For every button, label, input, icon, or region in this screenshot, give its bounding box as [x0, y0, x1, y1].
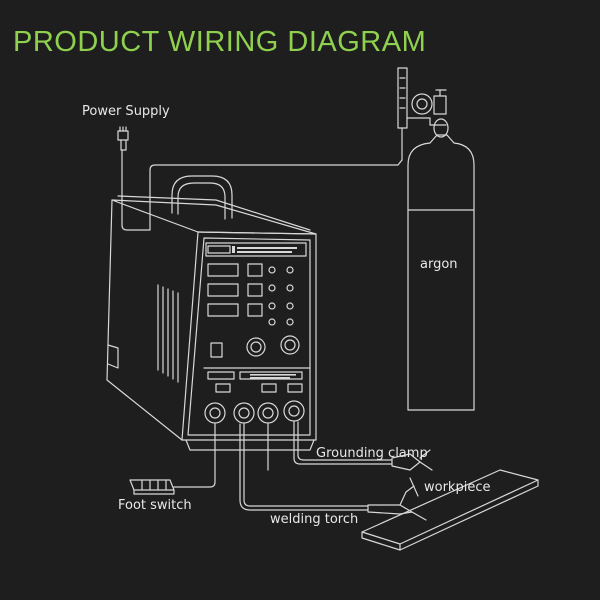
ground-cable — [293, 421, 393, 465]
foot-switch-cable — [173, 423, 216, 488]
gas-hose — [149, 159, 403, 201]
grounding-clamp-icon — [391, 449, 433, 471]
label-grounding-clamp: Grounding clamp — [316, 446, 428, 461]
foot-switch-pedal — [129, 479, 175, 495]
welder-machine — [106, 175, 317, 451]
label-workpiece: workpiece — [424, 480, 491, 495]
welding-torch-icon — [367, 477, 427, 521]
page-title: PRODUCT WIRING DIAGRAM — [13, 26, 427, 58]
gas-regulator-icon — [397, 67, 447, 161]
label-welding-torch: welding torch — [270, 512, 359, 527]
argon-cylinder — [407, 118, 475, 411]
panel-markings — [232, 246, 297, 379]
label-foot-switch: Foot switch — [118, 498, 192, 513]
power-plug-icon — [117, 126, 129, 151]
power-cable — [121, 149, 151, 231]
torch-cable — [243, 423, 369, 507]
label-power-supply: Power Supply — [82, 104, 170, 119]
label-argon: argon — [420, 257, 458, 272]
workpiece-slab — [361, 469, 539, 551]
